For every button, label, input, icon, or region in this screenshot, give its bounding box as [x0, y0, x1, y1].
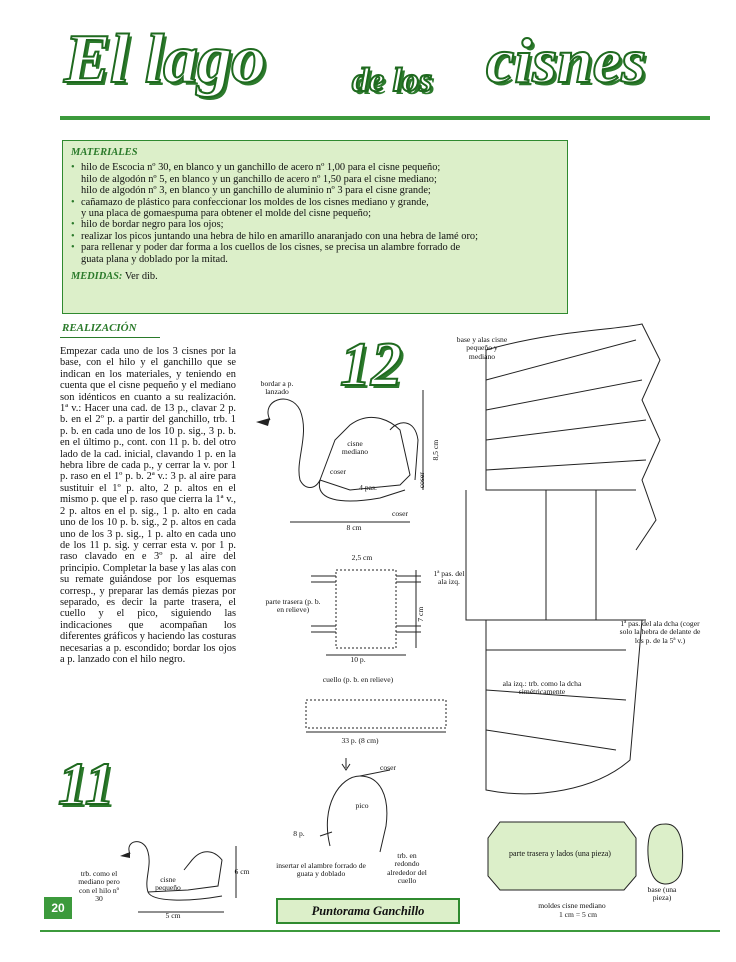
pattern-pieces — [487, 821, 684, 891]
label-1pas-izq: 1ª pas. del ala izq. — [433, 569, 465, 587]
label-cuello: cuello (p. b. en relieve) — [322, 675, 394, 684]
realizacion-text: Empezar cada uno de los 3 cisnes por la … — [60, 346, 237, 665]
parte-trasera-chart — [311, 569, 421, 656]
base-alas-chart — [465, 323, 661, 795]
materials-item: y una placa de gomaespuma para obtener e… — [81, 208, 371, 220]
materials-item: realizar los picos juntando una hebra de… — [71, 231, 559, 243]
realizacion-header: REALIZACIÓN — [62, 322, 137, 334]
label-8p: 8 p. — [293, 829, 305, 838]
materials-header: MATERIALES — [71, 147, 138, 158]
label-coser-neck: coser — [379, 763, 397, 772]
materials-item: hilo de bordar negro para los ojos; — [71, 219, 559, 231]
realizacion-rule — [60, 337, 160, 338]
materials-box: MATERIALES hilo de Escocia nº 30, en bla… — [62, 140, 568, 314]
label-bordar: bordar a p. lanzado — [260, 379, 294, 397]
materials-item: cañamazo de plástico para confeccionar l… — [71, 197, 559, 209]
medidas-value: Ver dib. — [124, 271, 158, 283]
label-moldes: moldes cisne mediano — [538, 901, 606, 910]
label-coser: coser — [416, 472, 426, 489]
label-insertar: insertar el alambre forrado de guata y d… — [276, 861, 366, 879]
medidas-line: MEDIDAS: Ver dib. — [71, 271, 559, 282]
swan-medium-drawing — [256, 390, 424, 523]
label-height-85: 8,5 cm — [430, 439, 440, 461]
materials-item: guata plana y doblado por la mitad. — [81, 253, 228, 265]
label-coser: coser — [391, 509, 409, 518]
figure-number-12: 12 — [339, 330, 403, 400]
label-7cm: 7 cm — [415, 606, 425, 622]
materials-item: para rellenar y poder dar forma a los cu… — [71, 242, 559, 254]
title-el-lago: El lago — [63, 20, 267, 99]
label-width-8: 8 cm — [346, 523, 362, 532]
title-rule — [60, 116, 710, 120]
label-base-alas: base y alas cisne pequeño y mediano — [456, 335, 508, 361]
label-cisne-mediano: cisne mediano — [341, 439, 369, 457]
label-trb-redondo: trb. en redondo alrededor del cuello — [387, 851, 427, 886]
label-10p: 10 p. — [350, 655, 366, 664]
title-cisnes: cisnes — [485, 24, 647, 97]
label-6cm: 6 cm — [234, 867, 250, 876]
label-trb-como: trb. como el mediano pero con el hilo nº… — [78, 869, 120, 904]
label-parte-trasera-lados: parte trasera y lados (una pieza) — [509, 849, 611, 858]
swan-small-drawing — [120, 841, 237, 913]
figure-number-11: 11 — [57, 750, 116, 818]
label-base: base (una pieza) — [647, 885, 677, 903]
label-4-pas: 4 pas. — [359, 483, 377, 492]
materials-item: hilo de algodón nº 5, en blanco y un gan… — [81, 173, 437, 185]
label-parte-trasera: parte trasera (p. b. en relieve) — [265, 597, 321, 615]
cuello-chart — [305, 699, 447, 733]
label-25cm: 2,5 cm — [351, 553, 373, 562]
label-coser: coser — [329, 467, 347, 476]
label-pico: pico — [355, 801, 369, 810]
medidas-label: MEDIDAS: — [71, 271, 123, 283]
label-escala: 1 cm = 5 cm — [558, 910, 598, 919]
materials-item: hilo de algodón nº 3, en blanco y un gan… — [81, 185, 431, 197]
label-ala-izq: ala izq.: trb. como la dcha simétricamen… — [502, 679, 582, 697]
magazine-name: Puntorama Ganchillo — [276, 898, 460, 924]
neck-beak-drawing — [319, 758, 391, 853]
label-1pas-dcha: 1ª pas. del ala dcha (coger solo la hebr… — [619, 619, 701, 645]
title-de-los: de los — [351, 61, 433, 100]
label-cisne-pequeno: cisne pequeño — [155, 875, 181, 893]
label-5cm: 5 cm — [165, 911, 181, 920]
label-33p: 33 p. (8 cm) — [341, 736, 379, 745]
materials-item: hilo de Escocia nº 30, en blanco y un ga… — [71, 162, 559, 174]
footer-rule — [40, 930, 720, 932]
page-number: 20 — [44, 897, 72, 919]
